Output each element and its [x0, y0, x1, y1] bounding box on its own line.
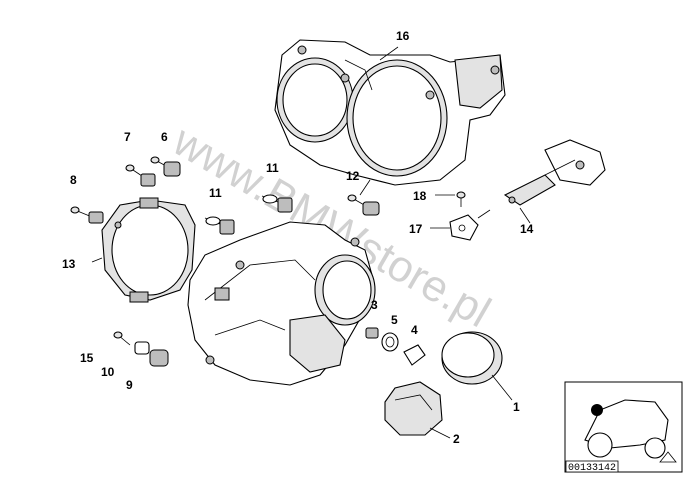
part-8-screw[interactable] — [70, 206, 104, 224]
part-10-bushing[interactable] — [134, 341, 150, 355]
callout-16: 16 — [396, 29, 410, 43]
part-17-adjuster-plate[interactable] — [449, 209, 491, 241]
warning-triangle-icon — [659, 451, 677, 463]
part-3-bulb-socket[interactable] — [365, 327, 379, 339]
callout-1: 1 — [513, 400, 520, 414]
part-6-screw[interactable] — [150, 156, 181, 177]
part-9-grommet[interactable] — [149, 349, 169, 367]
location-marker-icon — [591, 404, 603, 416]
callout-3: 3 — [371, 298, 378, 312]
part-15-screw[interactable] — [113, 331, 131, 346]
part-2-rear-cover[interactable] — [384, 381, 443, 436]
callout-10: 10 — [101, 365, 115, 379]
callout-15: 15 — [80, 351, 94, 365]
part-7-screw[interactable] — [125, 164, 156, 187]
part-18-screw[interactable] — [456, 191, 466, 207]
callout-12: 12 — [346, 169, 360, 183]
callout-14: 14 — [520, 222, 534, 236]
part-1-cover-cap[interactable] — [441, 331, 503, 385]
callout-6: 6 — [161, 130, 168, 144]
callout-5: 5 — [391, 313, 398, 327]
callout-9: 9 — [126, 378, 133, 392]
callout-4: 4 — [411, 323, 418, 337]
callout-18: 18 — [413, 189, 427, 203]
callout-17: 17 — [409, 222, 423, 236]
callout-11-right: 11 — [266, 161, 279, 175]
part-14-adjuster-bracket[interactable] — [503, 139, 606, 206]
callout-7: 7 — [124, 130, 131, 144]
callout-11-left: 11 — [209, 186, 222, 200]
part-11-bulb-right[interactable] — [261, 194, 293, 213]
part-4-bulb[interactable] — [403, 344, 426, 366]
part-12-screw[interactable] — [347, 194, 380, 216]
part-main-headlight-unit[interactable] — [187, 221, 376, 386]
callout-2: 2 — [453, 432, 460, 446]
part-11-bulb-left[interactable] — [204, 216, 235, 235]
callout-8: 8 — [70, 173, 77, 187]
diagram-code: 00133142 — [568, 463, 616, 474]
motorcycle-thumbnail: 00133142 — [564, 381, 683, 474]
part-13-mounting-ring[interactable] — [101, 197, 196, 303]
part-16-headlight-housing[interactable] — [274, 39, 506, 186]
callout-13: 13 — [62, 257, 76, 271]
part-5-seal-ring[interactable] — [381, 332, 399, 352]
